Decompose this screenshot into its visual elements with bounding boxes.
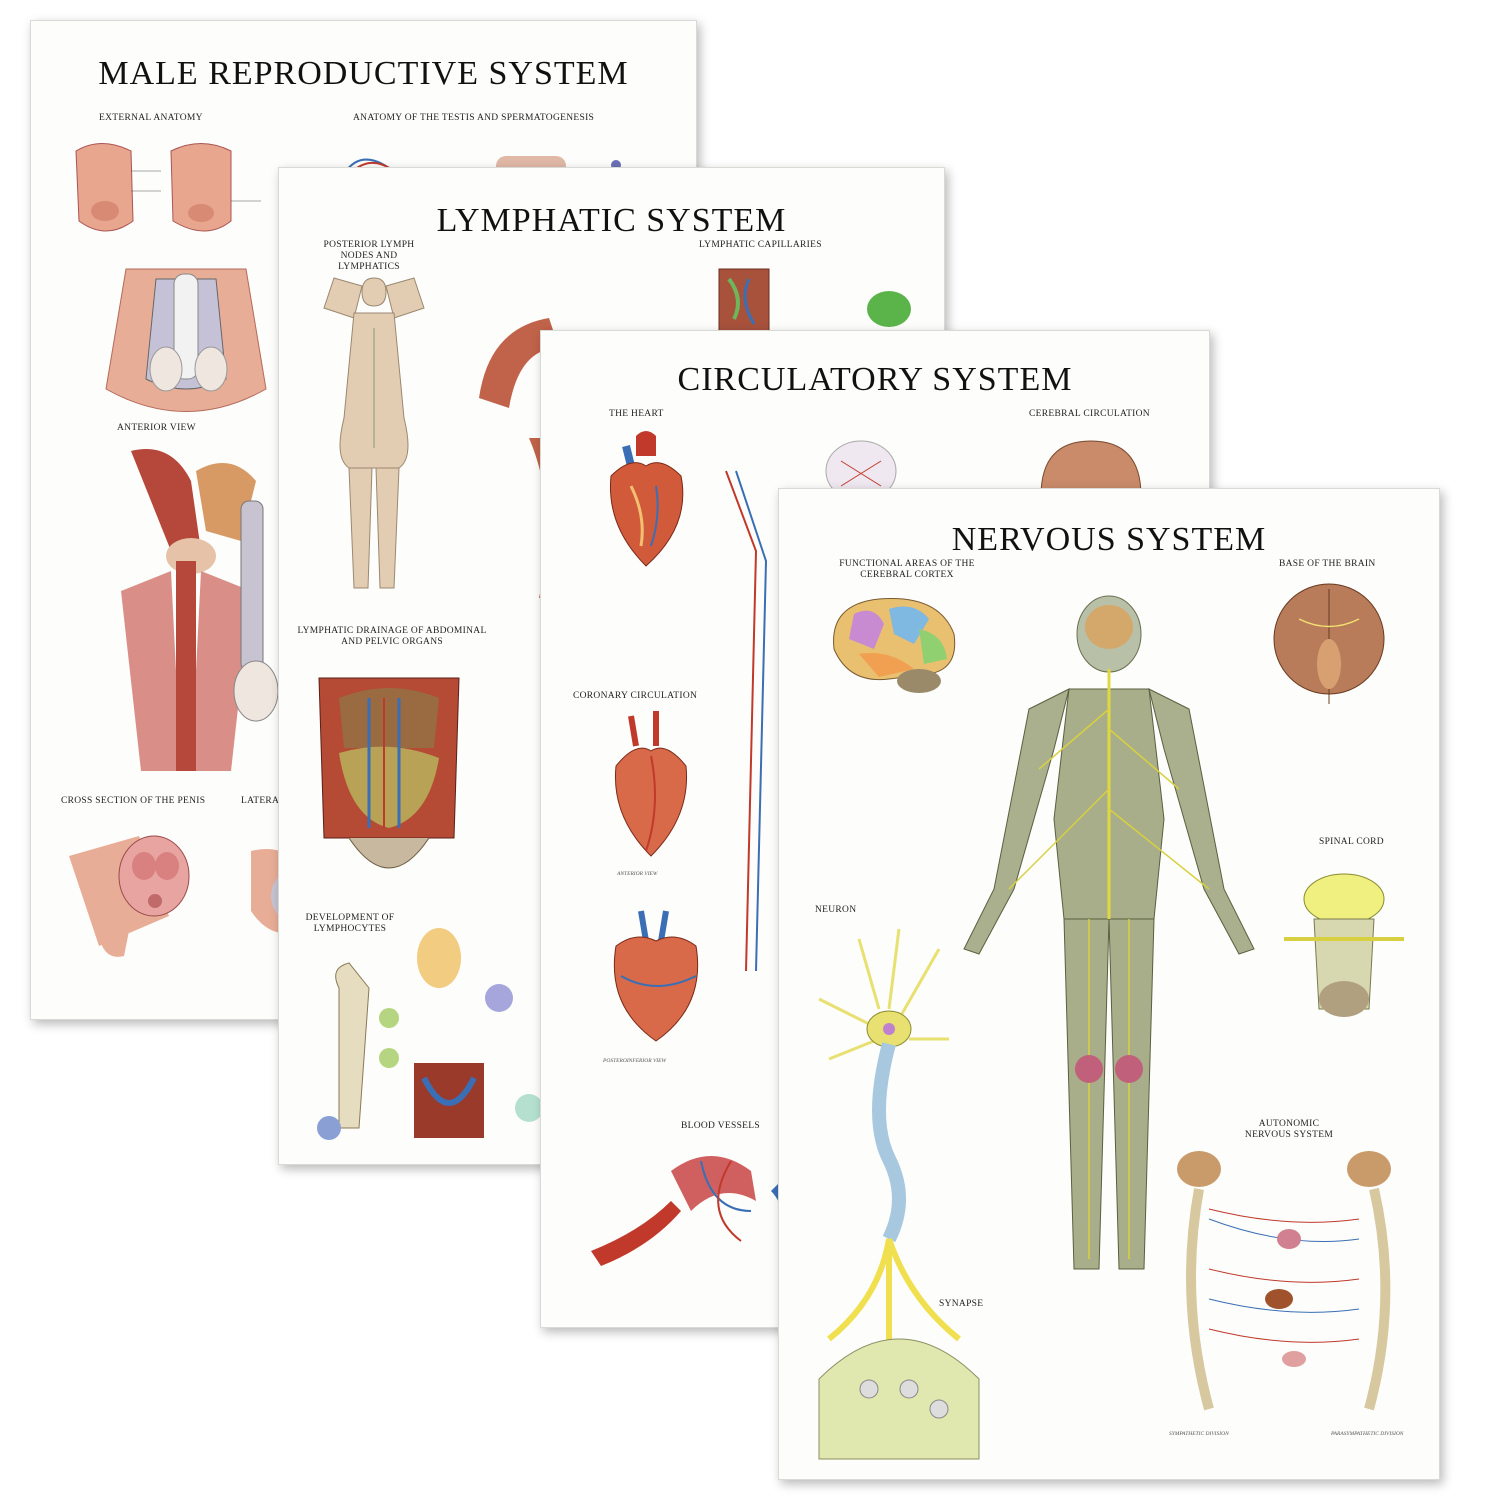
section-label: POSTERIOR LYMPH NODES AND LYMPHATICS: [323, 240, 415, 272]
section-label: LYMPHATIC DRAINAGE OF ABDOMINAL AND PELV…: [297, 626, 487, 647]
section-label: BLOOD VESSELS: [681, 1121, 760, 1131]
legend-label: SYMPATHETIC DIVISION: [1169, 1431, 1229, 1437]
autonomic-illustration: [1177, 1151, 1391, 1411]
poster-title: NERVOUS SYSTEM: [951, 521, 1267, 558]
cerebral-circulation-illustration: [825, 440, 1142, 502]
section-label: BASE OF THE BRAIN: [1279, 559, 1376, 569]
spinal-cord-illustration: [1284, 873, 1404, 1017]
lymphocyte-development-illustration: [317, 928, 543, 1140]
anterior-view-illustration: [121, 449, 279, 771]
coronary-anterior-illustration: [614, 711, 688, 857]
section-label: CEREBRAL CIRCULATION: [1029, 409, 1150, 419]
poster-title: LYMPHATIC SYSTEM: [436, 202, 787, 239]
section-label: FUNCTIONAL AREAS OF THE CEREBRAL CORTEX: [839, 559, 975, 580]
capillaries-illustration: [718, 268, 911, 335]
section-label: ANATOMY OF THE TESTIS AND SPERMATOGENESI…: [353, 113, 595, 123]
sagittal-scrotum-illustration: [105, 268, 267, 412]
coronary-posterior-illustration: [613, 910, 699, 1042]
abdominal-drainage-illustration: [318, 677, 460, 869]
cross-section-illustration: [69, 835, 190, 957]
external-anatomy-illustration: [75, 143, 261, 232]
section-label: AUTONOMIC NERVOUS SYSTEM: [1244, 1119, 1334, 1140]
section-label: ANTERIOR VIEW: [117, 423, 196, 433]
view-label: POSTEROINFERIOR VIEW: [603, 1058, 667, 1064]
section-label: LYMPHATIC CAPILLARIES: [699, 240, 822, 250]
cerebral-cortex-illustration: [833, 597, 956, 693]
section-label: DEVELOPMENT OF LYMPHOCYTES: [305, 913, 395, 934]
view-label: ANTERIOR VIEW: [617, 871, 658, 877]
posterior-body-illustration: [323, 277, 425, 589]
poster-title: CIRCULATORY SYSTEM: [677, 361, 1073, 398]
poster-nervous: NERVOUS SYSTEM FUNCTIONAL AREAS OF THE C…: [778, 488, 1440, 1480]
section-label: CORONARY CIRCULATION: [573, 691, 698, 701]
heart-illustration: [609, 431, 684, 567]
section-label: EXTERNAL ANATOMY: [99, 113, 203, 123]
section-label: SPINAL CORD: [1319, 837, 1384, 847]
section-label: LATERA: [241, 796, 280, 806]
section-label: SYNAPSE: [939, 1299, 984, 1309]
neuron-illustration: [818, 928, 980, 1460]
body-circulation-partial: [725, 470, 768, 972]
base-of-brain-illustration: [1273, 583, 1385, 704]
section-label: CROSS SECTION OF THE PENIS: [61, 796, 206, 806]
nervous-body-illustration: [963, 595, 1255, 1270]
section-label: NEURON: [815, 905, 857, 915]
poster-title: MALE REPRODUCTIVE SYSTEM: [98, 55, 629, 92]
blood-vessels-illustration: [591, 1156, 804, 1266]
legend-label: PARASYMPATHETIC DIVISION: [1331, 1431, 1404, 1437]
section-label: THE HEART: [609, 409, 664, 419]
